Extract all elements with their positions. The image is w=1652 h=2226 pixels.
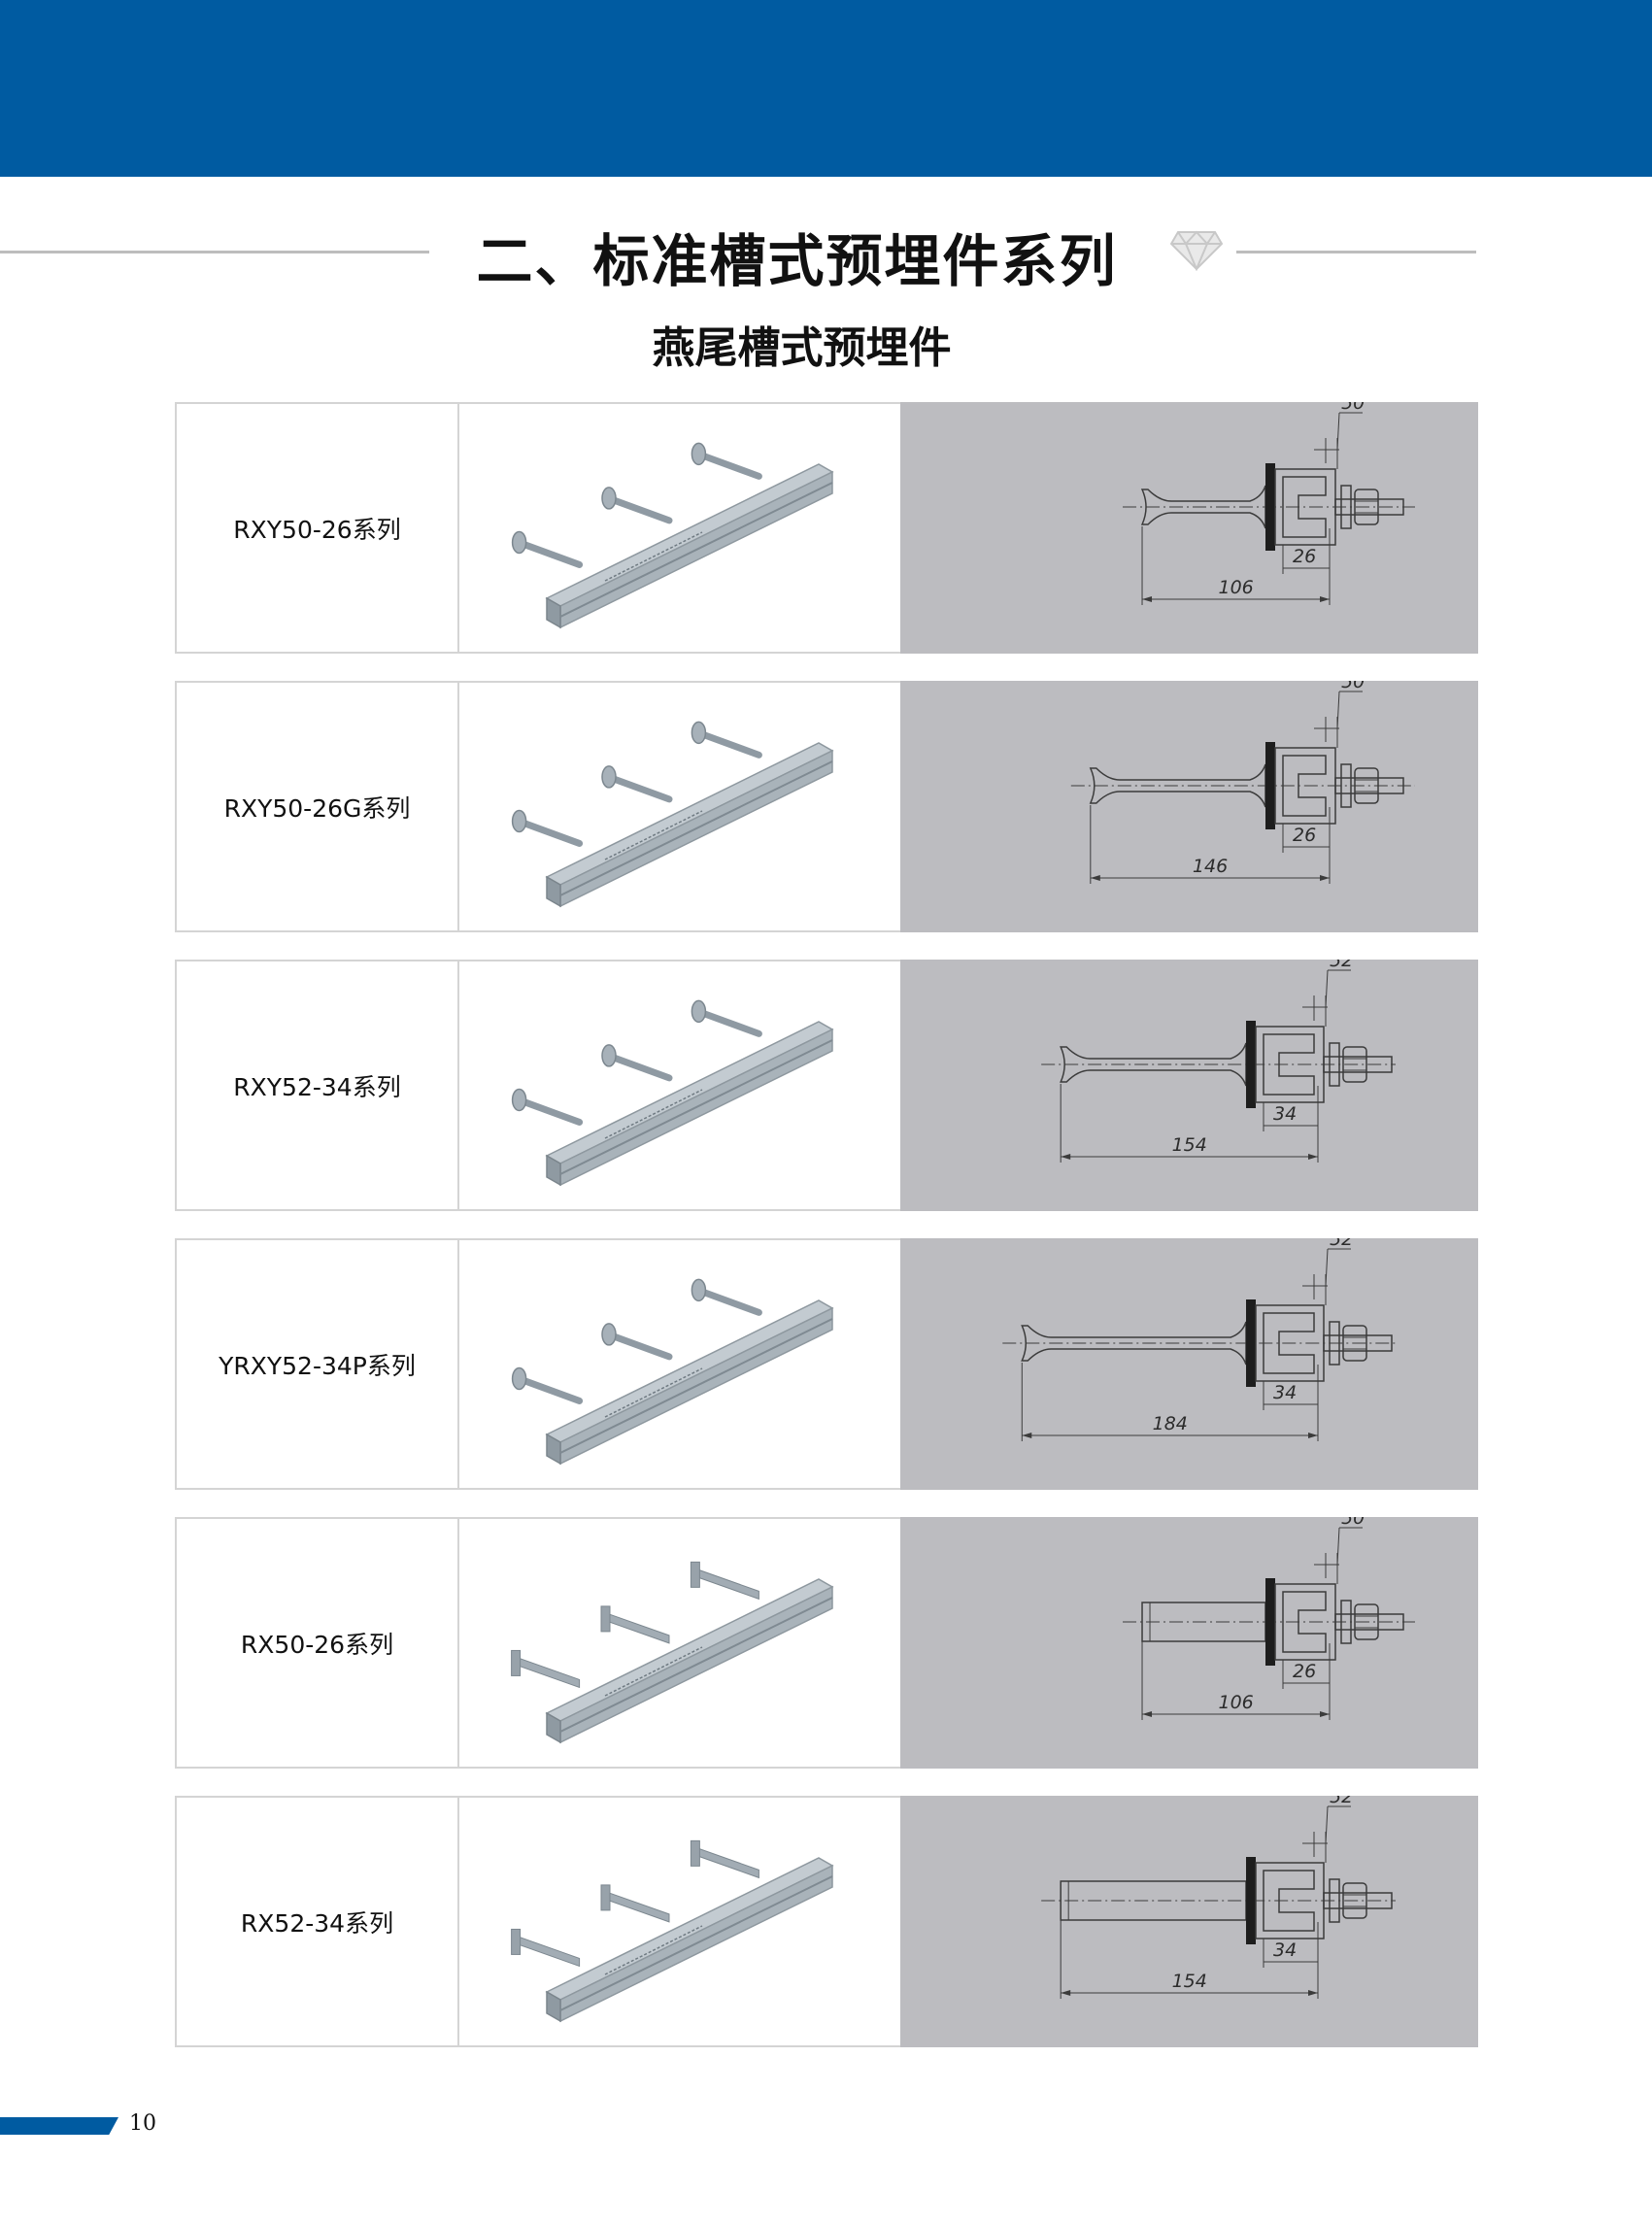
product-photo-cell: [459, 683, 900, 930]
product-row: RX52-34系列 52 34 154: [175, 1796, 1478, 2047]
dim-length-label: 146: [1193, 856, 1228, 877]
product-row: RXY50-26G系列 50 26 146: [175, 681, 1478, 932]
dim-length-label: 106: [1219, 577, 1254, 598]
dim-inner-label: 34: [1273, 1382, 1297, 1403]
page-title: 二、标准槽式预埋件系列: [476, 228, 1118, 294]
technical-drawing: 52 34 154: [1041, 1796, 1396, 1999]
title-rule-right: [1236, 251, 1476, 253]
product-photo-cell: [459, 1798, 900, 2045]
product-photo: [511, 442, 834, 629]
product-row: RXY52-34系列 52 34 154: [175, 960, 1478, 1211]
product-photo: [511, 1561, 834, 1744]
dim-inner-label: 26: [1293, 546, 1316, 567]
dim-inner-label: 26: [1293, 1661, 1316, 1682]
dim-length-label: 106: [1219, 1692, 1254, 1713]
header-band: [0, 0, 1652, 177]
product-photo: [511, 1839, 834, 2023]
dim-top-label: 52: [1330, 960, 1353, 971]
page-subtitle: 燕尾槽式预埋件: [652, 323, 952, 373]
dim-top-label: 52: [1330, 1238, 1353, 1250]
diamond-icon: [1170, 230, 1223, 271]
technical-drawing: 52 34 184: [1002, 1238, 1396, 1441]
product-photo-cell: [459, 1240, 900, 1488]
product-drawing-cell: 50 26 106: [900, 402, 1478, 654]
product-photo-cell: [459, 404, 900, 652]
title-rule-left: [0, 251, 429, 253]
page-number: 10: [129, 2111, 156, 2136]
product-name: RX50-26系列: [177, 1519, 459, 1767]
product-row: RXY50-26系列 50 26 106: [175, 402, 1478, 654]
dim-inner-label: 34: [1273, 1103, 1297, 1125]
dim-inner-label: 26: [1293, 825, 1316, 846]
product-drawing-cell: 50 26 146: [900, 681, 1478, 932]
footer-bar: [0, 2117, 118, 2135]
product-name: RXY50-26系列: [177, 404, 459, 652]
product-name: RXY50-26G系列: [177, 683, 459, 930]
dim-inner-label: 34: [1273, 1939, 1297, 1961]
product-photo-cell: [459, 961, 900, 1209]
product-photo: [511, 999, 834, 1187]
technical-drawing: 50 26 106: [1123, 402, 1415, 605]
product-photo-cell: [459, 1519, 900, 1767]
product-drawing-cell: 52 34 184: [900, 1238, 1478, 1490]
dim-top-label: 50: [1341, 681, 1365, 692]
dim-length-label: 184: [1153, 1413, 1188, 1434]
technical-drawing: 50 26 106: [1123, 1517, 1415, 1720]
dim-length-label: 154: [1172, 1134, 1207, 1156]
product-drawing-cell: 52 34 154: [900, 960, 1478, 1211]
technical-drawing: 52 34 154: [1041, 960, 1396, 1163]
dim-top-label: 50: [1341, 1517, 1365, 1529]
product-row: YRXY52-34P系列 52 34 184: [175, 1238, 1478, 1490]
product-row: RX50-26系列 50 26 106: [175, 1517, 1478, 1769]
product-name: RXY52-34系列: [177, 961, 459, 1209]
product-drawing-cell: 52 34 154: [900, 1796, 1478, 2047]
product-drawing-cell: 50 26 106: [900, 1517, 1478, 1769]
product-name: RX52-34系列: [177, 1798, 459, 2045]
technical-drawing: 50 26 146: [1070, 681, 1415, 884]
dim-length-label: 154: [1172, 1971, 1207, 1992]
product-name: YRXY52-34P系列: [177, 1240, 459, 1488]
product-photo: [511, 1278, 834, 1466]
product-photo: [511, 721, 834, 908]
dim-top-label: 52: [1330, 1796, 1353, 1807]
dim-top-label: 50: [1341, 402, 1365, 414]
